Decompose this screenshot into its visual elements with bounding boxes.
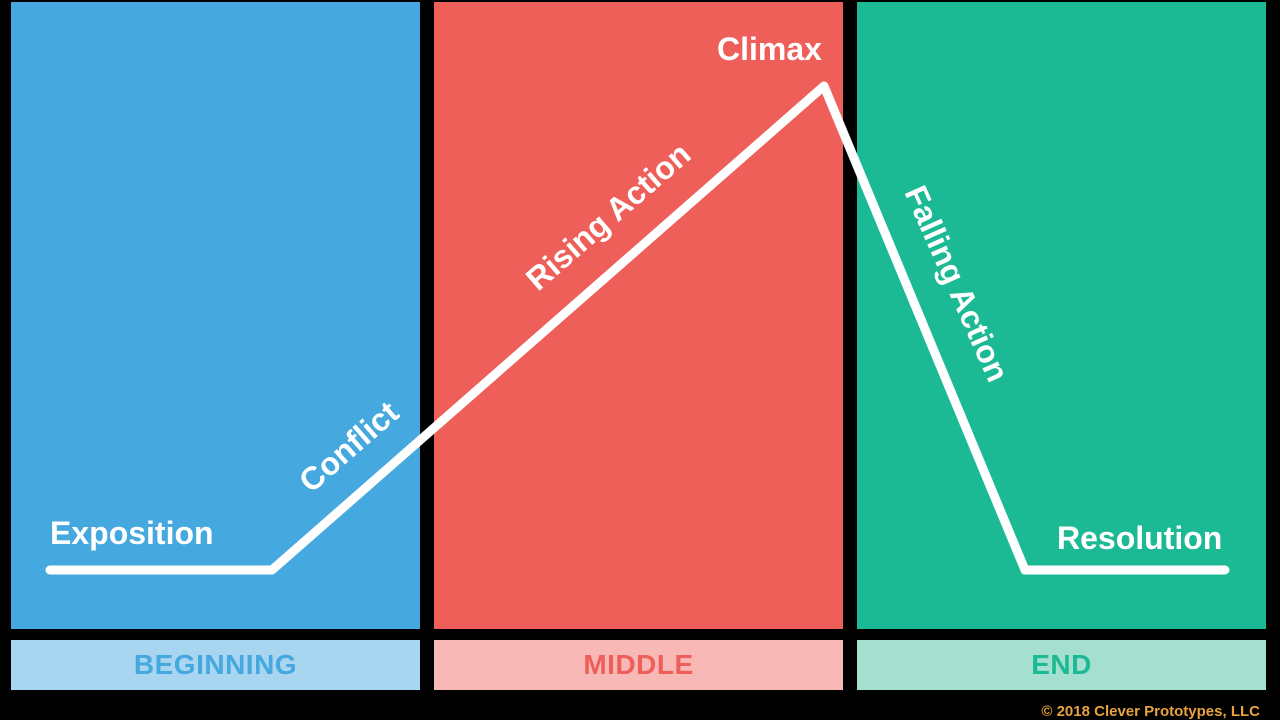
label-climax: Climax [717,31,822,67]
label-conflict: Conflict [292,394,406,500]
section-label-middle: MIDDLE [434,640,843,690]
label-exposition: Exposition [50,515,214,551]
section-label-end: END [857,640,1266,690]
section-label-beginning: BEGINNING [11,640,420,690]
beginning-panel [11,2,420,629]
plot-line [45,81,1230,575]
copyright-notice: © 2018 Clever Prototypes, LLC [1041,703,1260,720]
label-resolution: Resolution [1057,520,1222,556]
label-falling-action: Falling Action [898,180,1016,387]
middle-panel [434,2,843,629]
end-panel [857,2,1266,629]
